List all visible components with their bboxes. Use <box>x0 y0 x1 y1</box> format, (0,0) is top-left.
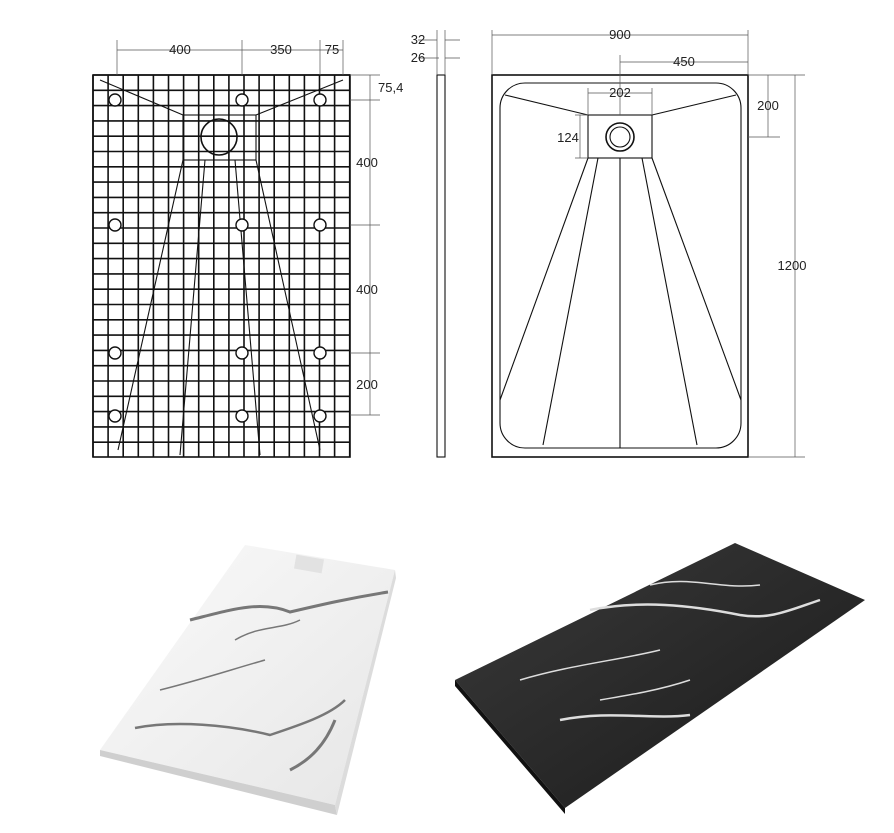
marble-veins-black <box>519 580 821 722</box>
support-foot <box>108 409 122 423</box>
white-marble-tray-photo <box>100 545 396 815</box>
support-foot <box>313 409 327 423</box>
dim-32: 32 <box>411 32 425 47</box>
support-foot <box>235 346 249 360</box>
dim-75: 75 <box>325 42 339 57</box>
drain-hole <box>200 118 238 156</box>
profile-outline <box>436 74 446 458</box>
dim-1200: 1200 <box>778 258 807 273</box>
support-foot <box>235 409 249 423</box>
support-feet <box>108 93 327 423</box>
dim-400-horizontal: 400 <box>169 42 191 57</box>
dim-26: 26 <box>411 50 425 65</box>
dim-400-vertical-2: 400 <box>356 282 378 297</box>
support-foot <box>108 218 122 232</box>
dim-75-4: 75,4 <box>378 80 403 95</box>
black-marble-tray-photo <box>455 543 865 814</box>
dim-200-top: 200 <box>757 98 779 113</box>
top-view: 900 450 202 200 124 1200 <box>491 27 807 458</box>
support-foot <box>108 346 122 360</box>
drain-ring <box>609 126 631 148</box>
tray-outline <box>92 74 351 458</box>
drain-outlet <box>605 122 635 152</box>
support-foot <box>108 93 122 107</box>
grid-underside-view: 400 350 75 75,4 400 400 200 <box>92 40 403 458</box>
support-foot <box>313 346 327 360</box>
slope-lines <box>99 79 344 456</box>
side-profile-view: 32 26 <box>411 30 460 458</box>
dim-900: 900 <box>609 27 631 42</box>
dim-450: 450 <box>673 54 695 69</box>
drain-housing <box>182 114 257 161</box>
support-foot <box>313 93 327 107</box>
dim-124: 124 <box>557 130 579 145</box>
support-foot <box>235 218 249 232</box>
support-foot <box>235 93 249 107</box>
support-grid <box>92 74 351 457</box>
dim-202: 202 <box>609 85 631 100</box>
support-foot <box>313 218 327 232</box>
slope-lines-top <box>499 94 742 448</box>
dim-400-vertical-1: 400 <box>356 155 378 170</box>
marble-veins-white <box>134 590 389 772</box>
dim-350: 350 <box>270 42 292 57</box>
drain-cover-white <box>293 554 325 574</box>
dim-200-vertical: 200 <box>356 377 378 392</box>
